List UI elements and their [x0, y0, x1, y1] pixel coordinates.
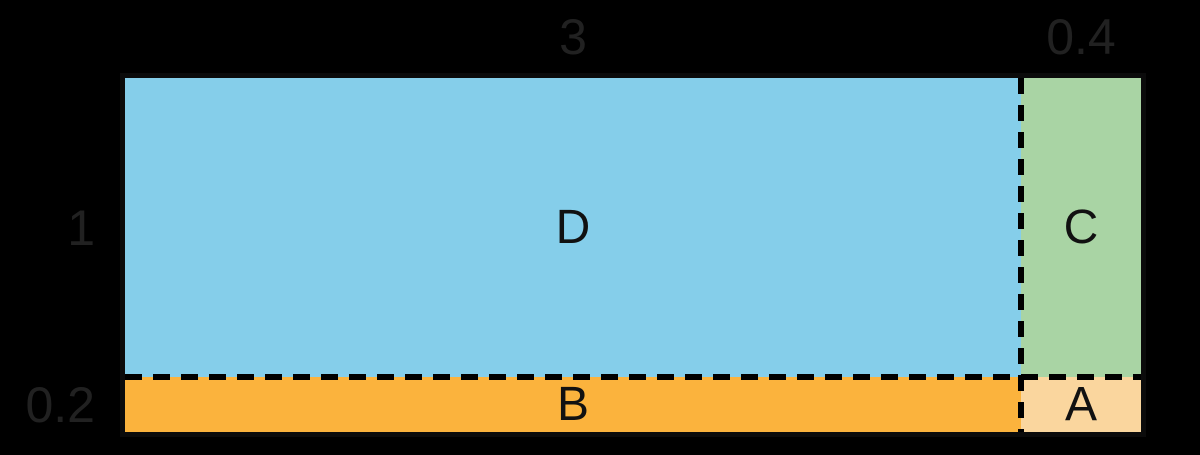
region-b-label: B	[556, 377, 589, 431]
region-d-label: D	[555, 200, 591, 254]
top-width-label-0-4: 0.4	[1046, 9, 1116, 65]
top-width-label-3: 3	[559, 9, 587, 65]
region-b: B	[125, 377, 1021, 432]
left-height-label-1: 1	[67, 199, 95, 256]
region-c-label: C	[1063, 200, 1099, 254]
rectangle-border	[120, 73, 1146, 437]
region-d: D	[125, 78, 1021, 377]
horizontal-dashed-divider	[125, 374, 1141, 380]
vertical-dashed-divider	[1018, 78, 1024, 432]
left-height-label-0-2: 0.2	[25, 376, 95, 433]
region-c: C	[1021, 78, 1141, 377]
region-a: A	[1021, 377, 1141, 432]
region-a-label: A	[1064, 377, 1097, 431]
